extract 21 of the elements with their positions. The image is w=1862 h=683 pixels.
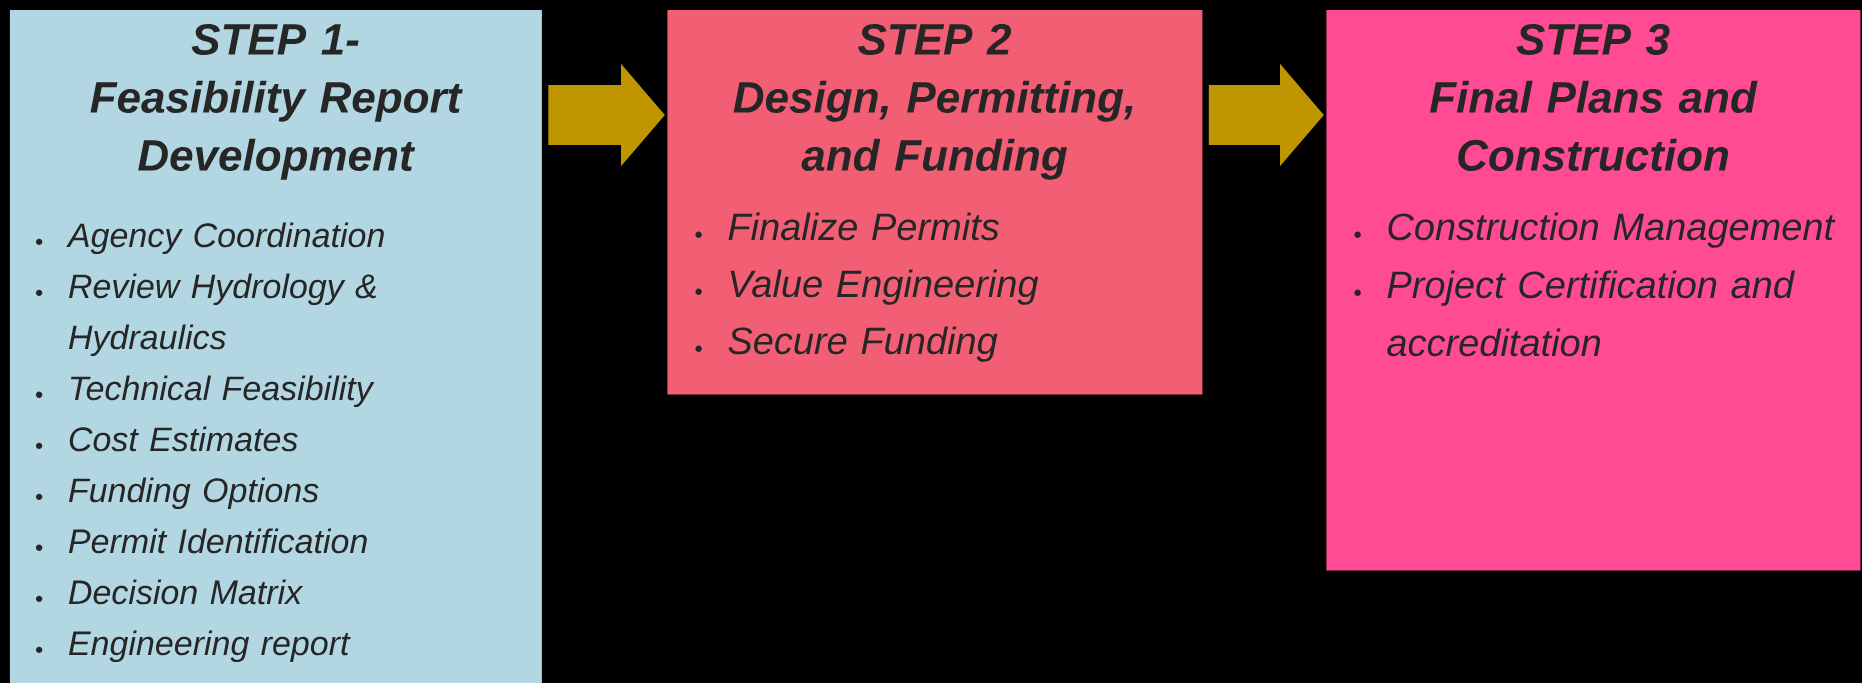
bullet-item: Project Certification and accreditation	[1354, 270, 1795, 357]
bullet-item: Decision Matrix	[35, 579, 304, 605]
bullet-item: Value Engineering	[695, 269, 1039, 305]
bullet-item: Agency Coordination	[35, 222, 384, 255]
bullet-item: Permit Identification	[35, 528, 367, 554]
bullet-item: Cost Estimates	[35, 426, 298, 452]
bullet-item: Construction Management	[1354, 212, 1836, 248]
step-heading: STEP 3	[1516, 23, 1670, 56]
bullet-item: Funding Options	[35, 477, 319, 510]
step-box	[9, 9, 542, 683]
step-heading: Final Plans and Construction	[1430, 80, 1758, 172]
step-box	[1326, 9, 1861, 571]
bullet-item: Finalize Permits	[695, 212, 999, 241]
bullet-item: Secure Funding	[695, 326, 998, 362]
step-heading: Design, Permitting, and Funding	[733, 80, 1133, 180]
step-heading: STEP 2	[858, 23, 1012, 56]
bullet-item: Engineering report	[35, 630, 351, 663]
bullet-item: Technical Feasibility	[35, 375, 375, 408]
bullet-item: Review Hydrology & Hydraulics	[35, 273, 376, 357]
step-box	[667, 9, 1203, 395]
step-heading: STEP 1- Feasibility Report Development	[90, 23, 463, 180]
